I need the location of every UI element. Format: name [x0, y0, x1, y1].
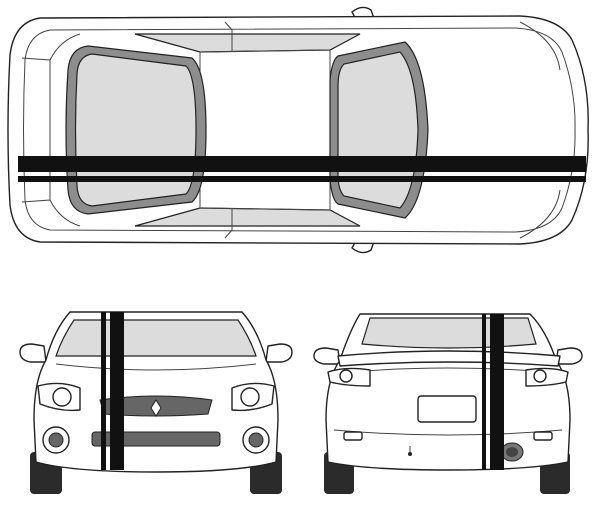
rear-view-window — [361, 317, 537, 349]
rear-mirror-right — [555, 347, 583, 365]
rear-mirror-left — [313, 347, 341, 365]
rear-body — [325, 313, 571, 471]
front-windshield — [55, 319, 257, 357]
racing-stripe-front-main — [110, 312, 124, 470]
exhaust-tip — [500, 442, 524, 462]
front-tire-left — [30, 452, 62, 494]
front-tire-right — [250, 452, 282, 494]
racing-stripe-top-main — [18, 156, 586, 172]
fog-light-left — [42, 426, 70, 454]
racing-stripe-top-thin — [18, 176, 586, 182]
three-diamond-emblem-icon — [150, 399, 162, 417]
front-mirror-left — [19, 343, 47, 363]
racing-stripe-front-thin — [101, 312, 106, 470]
racing-stripe-rear-main — [490, 314, 504, 470]
headlight-left — [37, 382, 81, 412]
lower-grille — [91, 431, 221, 447]
rear-reflector-left — [343, 431, 363, 441]
front-body — [33, 311, 279, 473]
rear-tire-left — [324, 452, 354, 494]
taillight-left — [327, 367, 371, 387]
fog-light-right — [242, 426, 270, 454]
car-top-view — [7, 6, 589, 254]
racing-stripe-rear-thin — [482, 314, 486, 470]
rear-window-glass — [74, 53, 197, 207]
rear-reflector-right — [533, 431, 553, 441]
upper-grille — [99, 395, 213, 417]
headlight-right — [231, 382, 275, 412]
taillight-right — [525, 367, 569, 387]
license-plate-recess — [417, 395, 477, 423]
front-mirror-right — [265, 343, 293, 363]
rear-spoiler — [337, 350, 561, 367]
windshield-glass — [337, 51, 419, 209]
rear-tire-right — [540, 452, 570, 494]
